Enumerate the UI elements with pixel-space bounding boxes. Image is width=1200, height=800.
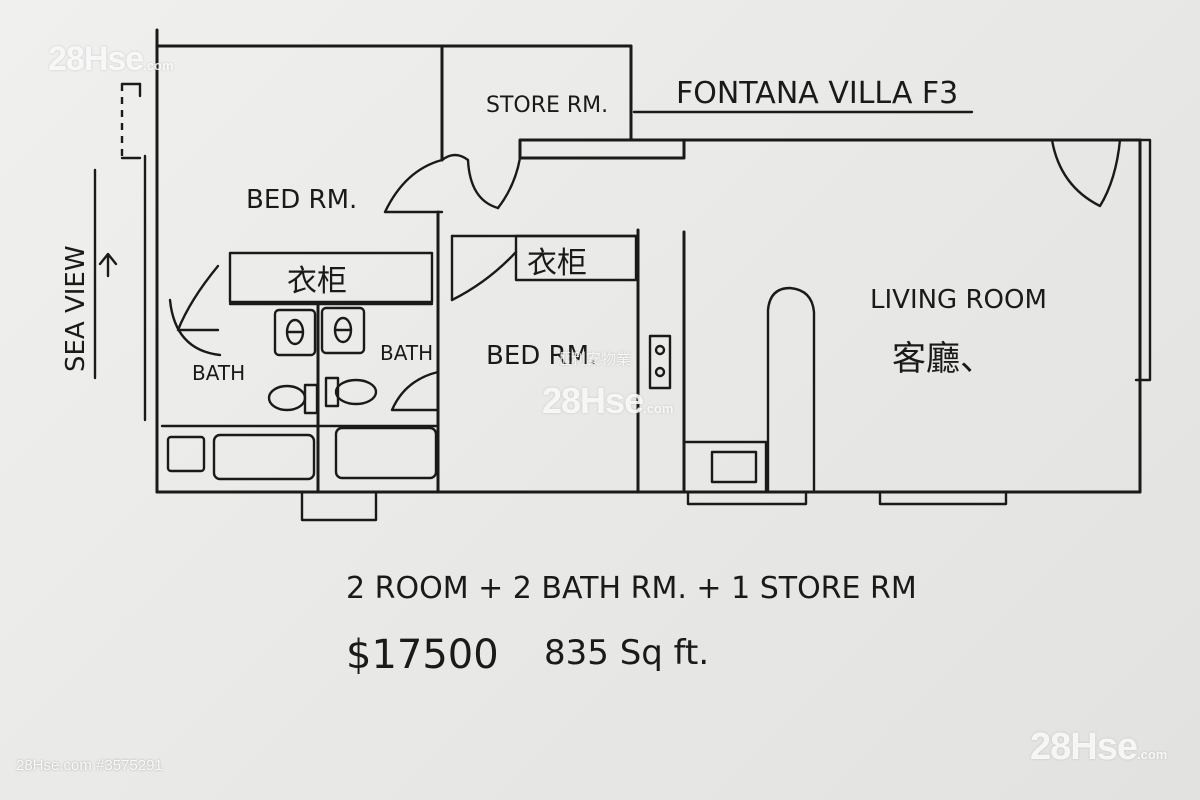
plan-title: FONTANA VILLA F3 bbox=[676, 76, 958, 111]
label-wardrobe-left: 衣柜 bbox=[287, 264, 347, 299]
bath-doors bbox=[168, 264, 440, 412]
label-bath-right: BATH bbox=[380, 341, 433, 365]
label-bath-left: BATH bbox=[192, 361, 245, 385]
watermark-top: 28Hse.com bbox=[48, 40, 174, 78]
label-sea-view: SEA VIEW bbox=[61, 245, 91, 372]
sea-view-window bbox=[120, 82, 147, 422]
bottom-bay bbox=[300, 490, 1008, 522]
bedroom-doors bbox=[383, 153, 522, 214]
wardrobe-left bbox=[228, 251, 434, 306]
summary-price: $17500 bbox=[346, 632, 499, 678]
label-wardrobe-right: 衣柜 bbox=[527, 246, 587, 281]
sea-view-arrow bbox=[93, 168, 118, 380]
label-living-room: LIVING ROOM bbox=[870, 285, 1047, 315]
listing-id: 28Hse.com #3575291 bbox=[16, 757, 163, 774]
label-living-room-cn: 客廳、 bbox=[892, 339, 994, 379]
summary-area: 835 Sq ft. bbox=[544, 633, 709, 673]
living-room-fixtures bbox=[648, 138, 1152, 494]
watermark-agency: 滙利安物業 bbox=[556, 350, 632, 368]
outer-walls bbox=[155, 28, 1142, 494]
label-bed-room-left: BED RM. bbox=[246, 185, 357, 215]
store-room-walls bbox=[518, 110, 974, 160]
watermark-bottom: 28Hse.com bbox=[1030, 726, 1168, 768]
label-store-room: STORE RM. bbox=[486, 93, 608, 118]
watermark-center: 28Hse.com bbox=[542, 380, 674, 421]
label-bed-room-right: BED RM. bbox=[486, 341, 597, 371]
bath-fixtures bbox=[160, 306, 438, 481]
summary-layout: 2 ROOM + 2 BATH RM. + 1 STORE RM bbox=[346, 571, 917, 606]
wardrobe-right bbox=[450, 234, 638, 302]
